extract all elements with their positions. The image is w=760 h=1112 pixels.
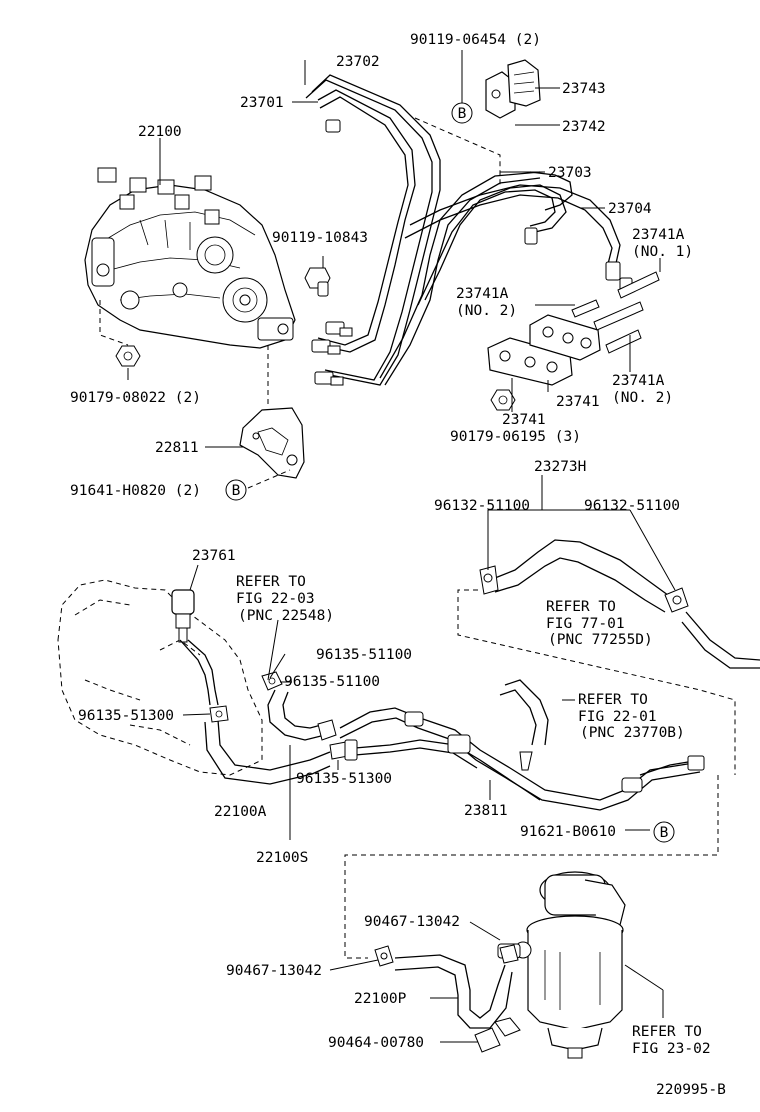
hose-clamps-96135 [209, 671, 349, 760]
refer-22-01-line3: (PNC 23770B) [580, 725, 685, 741]
label-96132-right: 96132-51100 [584, 498, 680, 514]
label-23811: 23811 [464, 803, 508, 819]
clamp-23743-23742 [485, 59, 541, 119]
label-90467-right: 90467-13042 [364, 914, 460, 930]
label-23761: 23761 [192, 548, 236, 564]
fuel-filter-illustration [497, 871, 626, 1059]
label-23743: 23743 [562, 81, 606, 97]
engine-outline [57, 579, 263, 776]
fitting-23761 [171, 589, 219, 706]
callout-b-label: B [458, 106, 467, 122]
refer-77-01-line2: FIG 77-01 [546, 616, 625, 632]
label-23701: 23701 [240, 95, 284, 111]
label-91621-b0610: 91621-B0610 [520, 824, 616, 840]
hose-22100s [267, 689, 326, 741]
label-23273h: 23273H [534, 459, 586, 475]
label-22100a: 22100A [214, 804, 267, 820]
refer-23-02-line1: REFER TO [632, 1024, 702, 1040]
bracket-22811 [239, 345, 305, 479]
refer-77-01-line3: (PNC 77255D) [548, 632, 653, 648]
label-23741-right: 23741 [556, 394, 600, 410]
label-no2-right: (NO. 2) [612, 390, 673, 406]
refer-77-01-line1: REFER TO [546, 599, 616, 615]
label-23741a-no2-right: 23741A [612, 373, 665, 389]
refer-22-03-line3: (PNC 22548) [238, 608, 334, 624]
leader-lines [159, 50, 676, 1043]
part-labels: 23702 23701 90119-06454 (2) 23743 23742 … [70, 32, 726, 1098]
label-23703: 23703 [548, 165, 592, 181]
injection-pump-illustration [84, 167, 296, 349]
label-96135-51300-b: 96135-51300 [296, 771, 392, 787]
label-90179-06195: 90179-06195 (3) [450, 429, 581, 445]
hose-23273h [479, 539, 760, 669]
bolt-90119-10843 [304, 256, 331, 297]
label-22811: 22811 [155, 440, 199, 456]
label-96132-left: 96132-51100 [434, 498, 530, 514]
label-no2-top: (NO. 2) [456, 303, 517, 319]
label-no1: (NO. 1) [632, 244, 693, 260]
label-23741a-no1: 23741A [632, 227, 685, 243]
injection-pipes [305, 74, 621, 386]
nut-90179-08022 [99, 300, 141, 380]
pipe-end-fittings [311, 119, 633, 386]
callout-b-label: B [660, 825, 669, 841]
label-22100s: 22100S [256, 850, 308, 866]
label-96135-51100-b: 96135-51100 [284, 674, 380, 690]
label-23741-left: 23741 [502, 412, 546, 428]
refer-23-02-line2: FIG 23-02 [632, 1041, 711, 1057]
refer-22-01-line1: REFER TO [578, 692, 648, 708]
hose-22100p [374, 944, 521, 1053]
label-90464-00780: 90464-00780 [328, 1035, 424, 1051]
label-90467-left: 90467-13042 [226, 963, 322, 979]
label-90179-08022: 90179-08022 (2) [70, 390, 201, 406]
callout-b-2: B [225, 479, 247, 501]
label-91641-h0820: 91641-H0820 (2) [70, 483, 201, 499]
label-22100p: 22100P [354, 991, 407, 1007]
callout-b-3: B [653, 821, 675, 843]
refer-22-03-line1: REFER TO [236, 574, 306, 590]
callout-b-1: B [451, 102, 473, 124]
hose-ref-22-01 [499, 679, 549, 746]
label-23702: 23702 [336, 54, 380, 70]
label-23741a-no2-top: 23741A [456, 286, 509, 302]
fuel-pipe-23811 [339, 707, 705, 811]
diagram-code: 220995-B [656, 1082, 726, 1098]
callout-b-label: B [232, 483, 241, 499]
label-22100: 22100 [138, 124, 182, 140]
hose-22100a [204, 719, 331, 785]
label-23704: 23704 [608, 201, 652, 217]
refer-22-01-line2: FIG 22-01 [578, 709, 657, 725]
refer-22-03-line2: FIG 22-03 [236, 591, 315, 607]
label-23742: 23742 [562, 119, 606, 135]
clamp-23741 [487, 271, 660, 411]
label-90119-06454: 90119-06454 (2) [410, 32, 541, 48]
label-90119-10843: 90119-10843 [272, 230, 368, 246]
label-96135-51300-a: 96135-51300 [78, 708, 174, 724]
label-96135-51100-a: 96135-51100 [316, 647, 412, 663]
